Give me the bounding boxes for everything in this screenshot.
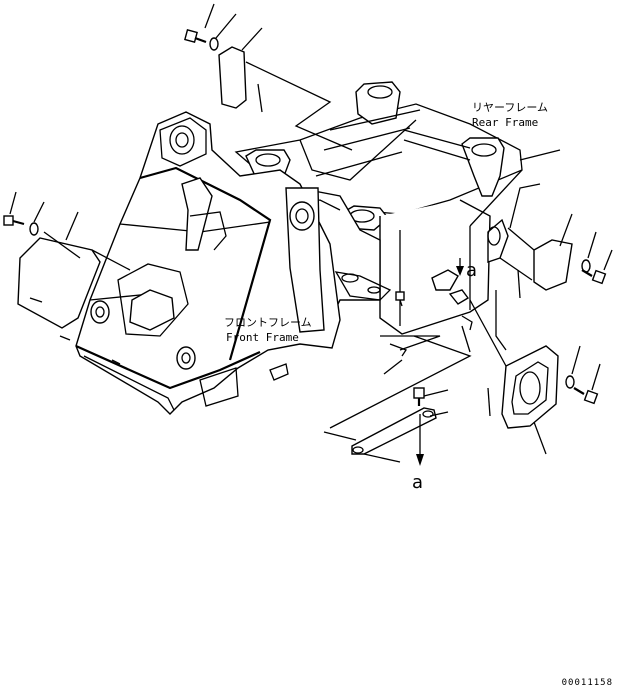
cover-plate-right xyxy=(533,213,573,291)
bracket-small xyxy=(383,269,473,375)
arrow-down-icon xyxy=(416,414,424,466)
bar-bottom xyxy=(351,407,449,455)
figure-number: 00011158 xyxy=(561,678,613,688)
cover-plate-left xyxy=(17,211,101,329)
washer-lower-right xyxy=(565,345,581,389)
gasket-right xyxy=(517,269,521,299)
front-frame xyxy=(59,111,341,415)
cover-plate-lower-right xyxy=(501,345,559,455)
gasket-lower-right xyxy=(487,387,491,417)
washer-top xyxy=(209,13,237,51)
rear-frame-label-jp: リヤーフレーム xyxy=(472,101,549,114)
bolt-right xyxy=(581,249,613,285)
washer-left xyxy=(29,201,45,236)
cover-plate-top xyxy=(218,27,263,109)
front-frame-label-en: Front Frame xyxy=(226,331,299,344)
bolt-bottom xyxy=(413,387,449,406)
rear-frame-label-en: Rear Frame xyxy=(472,116,539,129)
front-frame-label-jp: フロントフレーム xyxy=(224,316,312,329)
bolt-lower-right xyxy=(573,363,601,405)
gasket-top xyxy=(257,83,263,113)
callout-a-upper: a xyxy=(466,260,478,281)
bolt-left xyxy=(3,191,25,226)
callout-a-lower: a xyxy=(412,472,424,493)
washer-right xyxy=(581,231,597,273)
arrow-down-icon xyxy=(456,258,464,276)
bolt-top xyxy=(184,3,215,44)
